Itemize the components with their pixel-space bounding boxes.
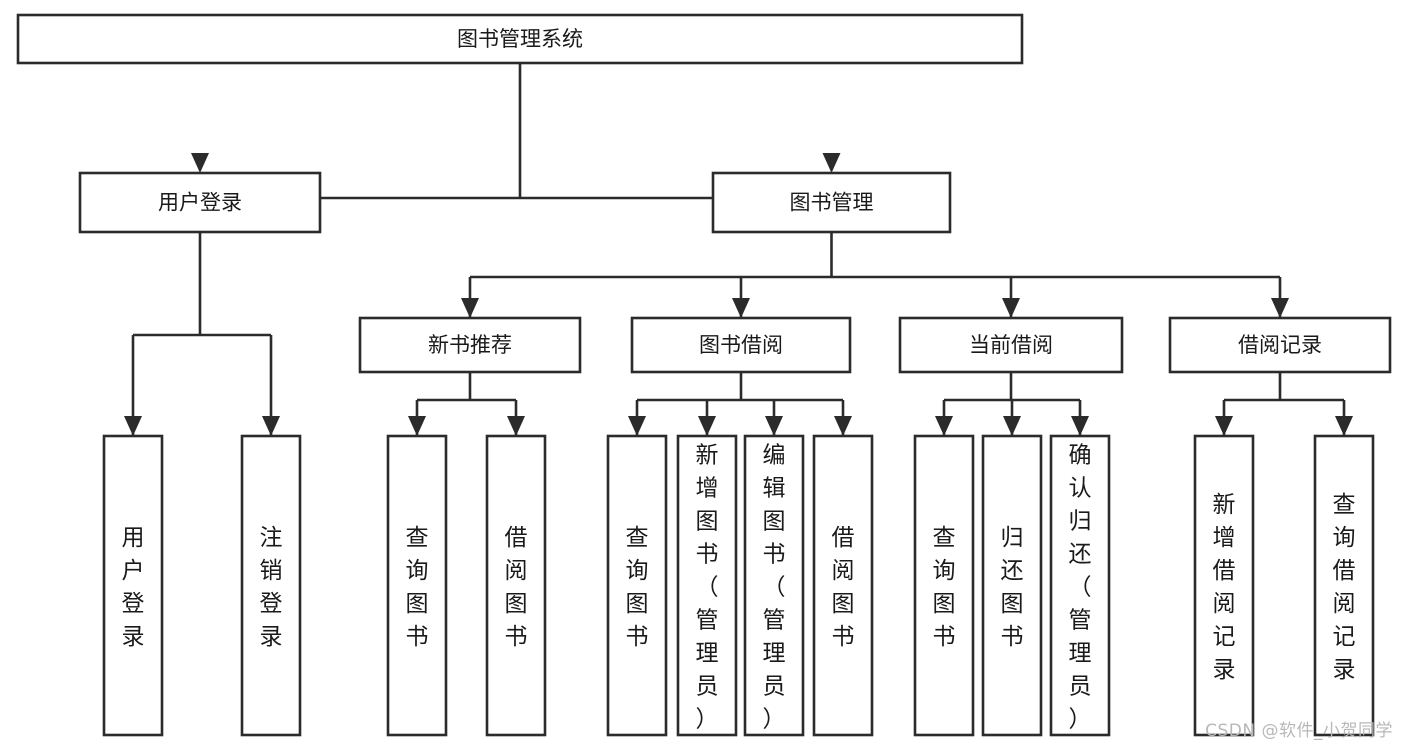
node-label: 查询图书 bbox=[933, 525, 956, 650]
node-leaf-query-book-2[interactable]: 查询图书 bbox=[606, 434, 668, 737]
node-layer: 图书管理系统用户登录图书管理新书推荐图书借阅当前借阅借阅记录用户登录注销登录查询… bbox=[16, 13, 1392, 737]
arrow-head-icon bbox=[732, 298, 750, 318]
node-label: 查询图书 bbox=[406, 525, 429, 650]
node-box[interactable] bbox=[743, 434, 805, 737]
node-user-login[interactable]: 用户登录 bbox=[78, 171, 322, 234]
node-leaf-edit-book[interactable]: 编辑图书（管理员） bbox=[743, 434, 805, 737]
arrow-head-icon bbox=[1271, 298, 1289, 318]
node-leaf-query-book-3[interactable]: 查询图书 bbox=[913, 434, 975, 737]
node-label: 借阅图书 bbox=[505, 525, 528, 650]
arrow-head-icon bbox=[262, 416, 280, 436]
node-label: 新增借阅记录 bbox=[1213, 492, 1236, 683]
node-book-borrow[interactable]: 图书借阅 bbox=[630, 316, 852, 374]
node-label: 借阅图书 bbox=[832, 525, 855, 650]
node-label: 借阅记录 bbox=[1238, 333, 1322, 357]
arrow-head-icon bbox=[935, 416, 953, 436]
node-box[interactable] bbox=[630, 316, 852, 374]
edge-group-current-borrow bbox=[935, 372, 1089, 436]
node-label: 确认归还（管理员） bbox=[1069, 443, 1092, 733]
node-box[interactable] bbox=[606, 434, 668, 737]
arrow-head-icon bbox=[1215, 416, 1233, 436]
node-leaf-query-book-1[interactable]: 查询图书 bbox=[386, 434, 448, 737]
arrow-head-icon bbox=[191, 153, 209, 173]
arrow-head-icon bbox=[461, 298, 479, 318]
node-leaf-user-login[interactable]: 用户登录 bbox=[102, 434, 164, 737]
node-label: 编辑图书（管理员） bbox=[763, 443, 786, 733]
node-leaf-borrow-book-1[interactable]: 借阅图书 bbox=[485, 434, 547, 737]
node-box[interactable] bbox=[240, 434, 302, 737]
node-box[interactable] bbox=[386, 434, 448, 737]
arrow-head-icon bbox=[822, 153, 841, 173]
node-new-book-recommend[interactable]: 新书推荐 bbox=[358, 316, 582, 374]
arrow-head-icon bbox=[408, 416, 426, 436]
node-leaf-borrow-book-2[interactable]: 借阅图书 bbox=[812, 434, 874, 737]
node-label: 图书管理 bbox=[790, 191, 874, 215]
node-label: 用户登录 bbox=[158, 191, 242, 215]
arrow-head-icon bbox=[1335, 416, 1353, 436]
node-label: 查询借阅记录 bbox=[1333, 492, 1356, 683]
watermark-label: CSDN @软件_小贺同学 bbox=[1205, 721, 1393, 741]
arrow-head-icon bbox=[698, 416, 716, 436]
node-label: 归还图书 bbox=[1001, 525, 1024, 650]
node-box[interactable] bbox=[1168, 316, 1392, 374]
node-box[interactable] bbox=[676, 434, 738, 737]
node-box[interactable] bbox=[16, 13, 1024, 65]
node-leaf-add-record[interactable]: 新增借阅记录 bbox=[1193, 434, 1255, 737]
node-leaf-return-book[interactable]: 归还图书 bbox=[981, 434, 1043, 737]
node-box[interactable] bbox=[711, 171, 952, 234]
arrow-head-icon bbox=[765, 416, 783, 436]
connector-layer bbox=[124, 63, 1353, 436]
node-leaf-confirm-return[interactable]: 确认归还（管理员） bbox=[1049, 434, 1111, 737]
node-box[interactable] bbox=[102, 434, 164, 737]
edge-group-new-book-recommend bbox=[408, 372, 525, 436]
node-label: 图书管理系统 bbox=[457, 27, 583, 51]
node-box[interactable] bbox=[1049, 434, 1111, 737]
edge-group-book-borrow bbox=[628, 372, 852, 436]
node-label: 当前借阅 bbox=[969, 333, 1053, 357]
node-label: 查询图书 bbox=[626, 525, 649, 650]
arrow-head-icon bbox=[834, 416, 852, 436]
node-box[interactable] bbox=[913, 434, 975, 737]
node-label: 新增图书（管理员） bbox=[696, 443, 719, 733]
arrow-head-icon bbox=[507, 416, 525, 436]
node-box[interactable] bbox=[812, 434, 874, 737]
edge-group-borrow-record bbox=[1215, 372, 1353, 436]
node-box[interactable] bbox=[485, 434, 547, 737]
node-current-borrow[interactable]: 当前借阅 bbox=[898, 316, 1124, 374]
node-label: 图书借阅 bbox=[699, 333, 783, 357]
node-box[interactable] bbox=[1193, 434, 1255, 737]
edge-group-book-manage bbox=[461, 232, 1289, 318]
node-borrow-record[interactable]: 借阅记录 bbox=[1168, 316, 1392, 374]
node-box[interactable] bbox=[898, 316, 1124, 374]
node-leaf-query-record[interactable]: 查询借阅记录 bbox=[1313, 434, 1375, 737]
node-label: 新书推荐 bbox=[428, 333, 512, 357]
node-label: 用户登录 bbox=[122, 525, 145, 650]
arrow-head-icon bbox=[1003, 416, 1021, 436]
node-box[interactable] bbox=[981, 434, 1043, 737]
node-label: 注销登录 bbox=[260, 525, 283, 650]
edge-group-user-login bbox=[124, 232, 280, 436]
arrow-head-icon bbox=[1071, 416, 1089, 436]
arrow-head-icon bbox=[1002, 298, 1020, 318]
node-box[interactable] bbox=[358, 316, 582, 374]
arrow-head-icon bbox=[124, 416, 142, 436]
node-book-manage[interactable]: 图书管理 bbox=[711, 171, 952, 234]
node-leaf-add-book[interactable]: 新增图书（管理员） bbox=[676, 434, 738, 737]
node-leaf-logout[interactable]: 注销登录 bbox=[240, 434, 302, 737]
node-box[interactable] bbox=[78, 171, 322, 234]
node-root[interactable]: 图书管理系统 bbox=[16, 13, 1024, 65]
arrow-head-icon bbox=[628, 416, 646, 436]
node-box[interactable] bbox=[1313, 434, 1375, 737]
